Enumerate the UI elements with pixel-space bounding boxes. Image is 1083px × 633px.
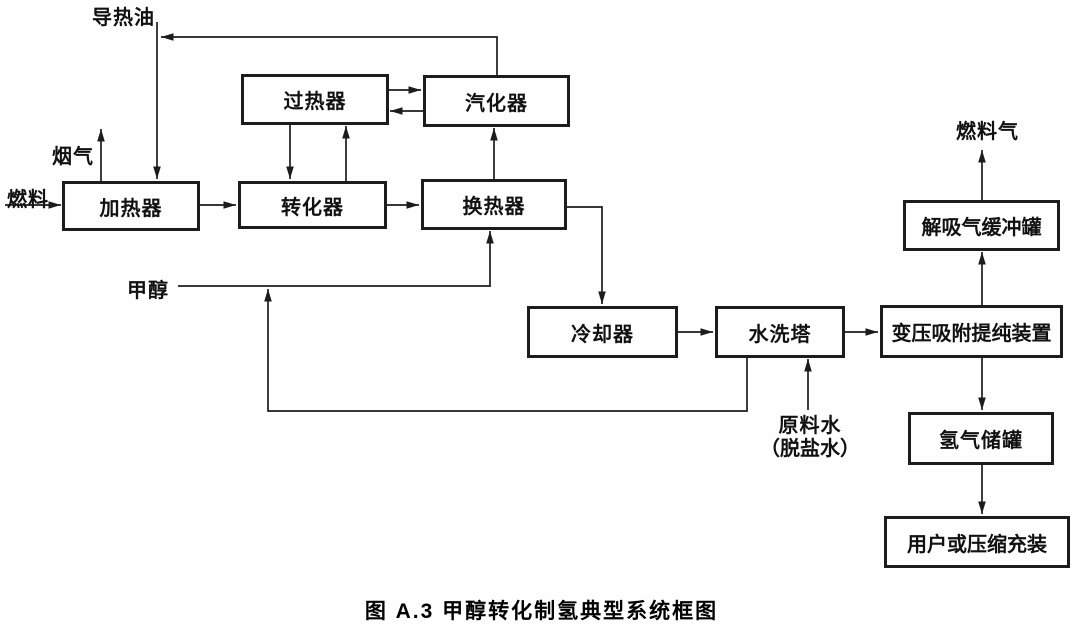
label-heat-transfer-oil: 导热油: [92, 7, 155, 29]
label-fuel-gas: 燃料气: [956, 121, 1019, 143]
label-fuel: 燃料: [7, 189, 49, 211]
node-psa-purification-unit: 变压吸附提纯装置: [880, 305, 1063, 358]
node-desorption-gas-buffer-tank: 解吸气缓冲罐: [903, 200, 1060, 251]
node-water-wash-tower: 水洗塔: [715, 306, 845, 358]
node-reformer: 转化器: [238, 181, 387, 229]
figure-caption: 图 A.3 甲醇转化制氢典型系统框图: [364, 600, 719, 623]
label-flue-gas: 烟气: [52, 146, 94, 168]
node-heater: 加热器: [62, 181, 200, 231]
node-cooler: 冷却器: [527, 306, 678, 358]
label-feed-water-line1: 原料水: [778, 415, 842, 437]
node-user-or-compression-filling: 用户或压缩充装: [884, 516, 1070, 568]
label-methanol: 甲醇: [127, 280, 169, 302]
node-hydrogen-storage-tank: 氢气储罐: [908, 412, 1054, 465]
node-heat-exchanger: 换热器: [421, 179, 567, 230]
node-vaporizer: 汽化器: [423, 75, 570, 127]
node-superheater: 过热器: [241, 74, 389, 125]
edge-methanol-to-heat-exchanger: [178, 231, 494, 287]
edge-vaporizer-to-oil-return: [161, 33, 498, 75]
label-feed-water-line2: （脱盐水）: [760, 438, 860, 460]
edge-heat-exchanger-to-cooler: [567, 206, 606, 304]
label-feed-water: 原料水 （脱盐水）: [755, 415, 865, 461]
edge-washtower-recycle-to-methanol: [264, 289, 748, 412]
